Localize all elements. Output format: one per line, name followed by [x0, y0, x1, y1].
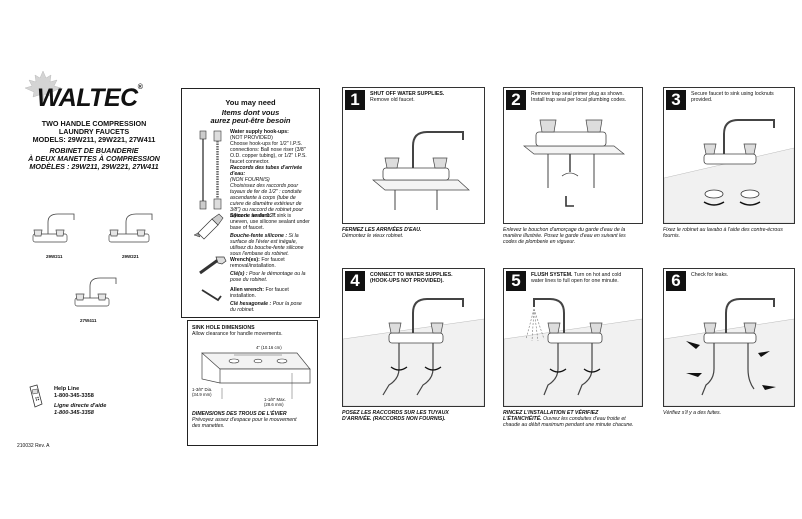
wrench-text: Wrench(es): For faucet removal/installat… — [230, 257, 306, 283]
step-5-box: 5 FLUSH SYSTEM. Turn on hot and cold wat… — [503, 268, 643, 407]
step-2-caption-fr: Enlevez le bouchon d'amorçage du garde d… — [503, 227, 626, 245]
model-label-29w221: 29W221 — [122, 254, 139, 259]
step-5-text: FLUSH SYSTEM. Turn on hot and cold water… — [531, 272, 622, 284]
step-1-illustration — [372, 131, 470, 210]
step-3-text: Secure faucet to sink using locknuts pro… — [691, 91, 774, 103]
faucet-illustration-29w221 — [108, 213, 153, 243]
step-5-caption-fr: RINCEZ L'INSTALLATION ET VÉRIFIEZ L'ÉTAN… — [503, 410, 634, 428]
step-2-box: 2 Remove trap seal primer plug as shown.… — [503, 87, 643, 224]
brand-name: WALTEC — [37, 84, 138, 112]
doc-code: 210032 Rev. A — [17, 443, 50, 449]
step-4-text: CONNECT TO WATER SUPPLIES. (HOOK-UPS NOT… — [370, 272, 453, 284]
needs-heading-fr: Items dont vous aurez peut-être besoin — [210, 108, 291, 125]
help-line: Help Line 1-800-345-3358 Ligne directe d… — [54, 386, 107, 416]
step-4-illustration — [343, 298, 484, 406]
step-6-box: 6 Check for leaks. — [663, 268, 795, 407]
step-6-caption-fr: Vérifiez s'il y a des fuites. — [663, 410, 722, 416]
supply-text-en: Water supply hook-ups: (NOT PROVIDED) Ch… — [230, 129, 307, 165]
sink-hole-dimensions-panel: SINK HOLE DIMENSIONS Allow clearance for… — [187, 320, 318, 446]
product-title-en: TWO HANDLE COMPRESSION LAUNDRY FAUCETS M… — [32, 119, 156, 144]
step-2-text: Remove trap seal primer plug as shown. I… — [531, 91, 627, 103]
dim-left: 1-3/8" Dia. (34.9 mm) — [192, 387, 213, 397]
step-2-number: 2 — [506, 90, 526, 110]
step-1-box: 1 SHUT OFF WATER SUPPLIES. Remove old fa… — [342, 87, 485, 224]
step-3-number: 3 — [666, 90, 686, 110]
step-6-text: Check for leaks. — [691, 272, 729, 278]
step-5-illustration — [504, 298, 642, 406]
step-6-number: 6 — [666, 271, 686, 291]
step-1-text: SHUT OFF WATER SUPPLIES. Remove old fauc… — [370, 91, 445, 103]
brand-reg: ® — [137, 84, 143, 91]
step-4-box: 4 CONNECT TO WATER SUPPLIES. (HOOK-UPS N… — [342, 268, 485, 407]
maple-leaf-icon — [24, 70, 62, 101]
step-2-illustration — [523, 119, 625, 207]
dim-top: 4" (10.16 cm) — [256, 345, 282, 350]
step-3-caption-fr: Fixez le robinet au lavabo à l'aide des … — [663, 227, 783, 239]
sink-diagram — [201, 352, 311, 399]
supply-text-fr: Raccords des tubes d'arrivée d'eau: (NON… — [230, 165, 304, 219]
step-4-number: 4 — [345, 271, 365, 291]
sealant-tube-icon — [193, 213, 224, 240]
sink-sub-en: Allow clearance for handle movements. — [192, 331, 283, 337]
allen-wrench-icon — [201, 289, 222, 302]
wrench-icon — [199, 256, 227, 275]
product-title-fr: ROBINET DE BUANDERIE À DEUX MANETTES À C… — [28, 146, 160, 171]
step-5-number: 5 — [506, 271, 526, 291]
step-3-box: 3 Secure faucet to sink using locknuts p… — [663, 87, 795, 224]
sink-heading-fr: DIMENSIONS DES TROUS DE L'ÉVIER — [192, 411, 287, 417]
step-1-caption-fr: FERMEZ LES ARRIVÉES D'EAU. Démontez le v… — [342, 227, 422, 239]
allen-text: Allen wrench: For faucet installation. C… — [230, 287, 302, 313]
sink-heading-en: SINK HOLE DIMENSIONS — [192, 325, 255, 331]
faucet-illustration-27w411 — [74, 277, 117, 307]
model-label-29w211: 29W211 — [46, 254, 63, 259]
model-label-27w411: 27W411 — [80, 318, 97, 323]
step-1-number: 1 — [345, 90, 365, 110]
sink-sub-fr: Prévoyez assez d'espace pour le mouvemen… — [192, 417, 297, 429]
dim-right: 1-1/8" Max. (28.6 mm) — [264, 397, 286, 407]
phone-icon — [29, 384, 43, 408]
step-6-illustration — [664, 298, 794, 406]
step-3-illustration — [664, 119, 794, 223]
brand-logo: WALTEC® — [37, 84, 143, 113]
supply-line-icon — [199, 130, 222, 210]
sealant-text: Silicone sealant: If sink is uneven, use… — [230, 213, 310, 257]
faucet-illustration-29w211 — [32, 213, 75, 243]
you-may-need-panel: You may need Items dont vous aurez peut-… — [181, 88, 320, 318]
step-4-caption-fr: POSEZ LES RACCORDS SUR LES TUYAUX D'ARRI… — [342, 410, 449, 422]
needs-heading-en: You may need — [225, 98, 276, 107]
